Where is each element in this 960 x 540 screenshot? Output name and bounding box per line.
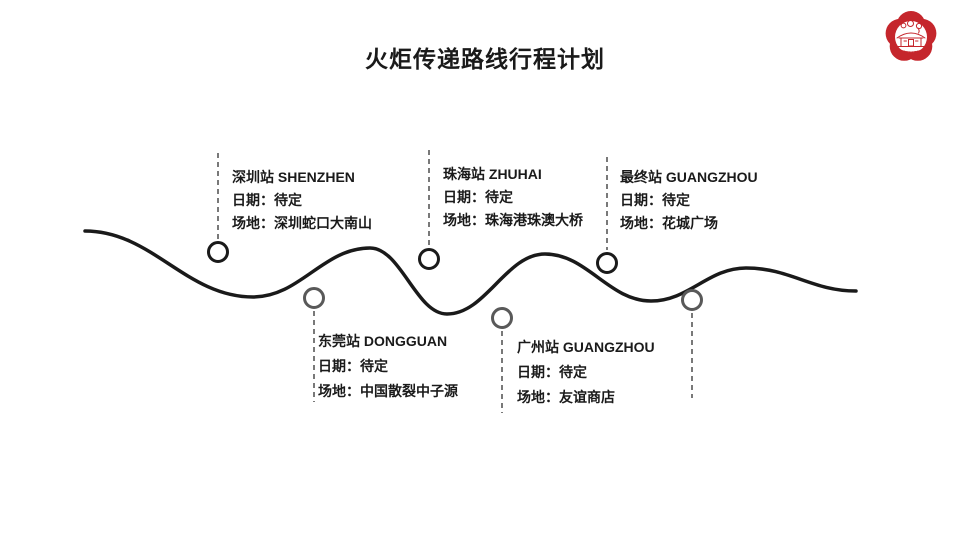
station-marker-dongguan xyxy=(303,287,325,309)
emblem-building-drawing xyxy=(896,20,926,54)
station-marker-guangzhou xyxy=(491,307,513,329)
station-date: 日期：待定 xyxy=(232,192,302,208)
station-title: 东莞站 DONGGUAN xyxy=(318,333,448,349)
station-title: 最终站 GUANGZHOU xyxy=(620,169,758,185)
plum-blossom-logo-icon xyxy=(885,11,937,61)
station-card-dongguan: 东莞站 DONGGUAN 日期：待定 场地：中国散裂中子源 xyxy=(318,329,458,404)
station-date: 日期：待定 xyxy=(620,192,690,208)
station-date: 日期：待定 xyxy=(318,358,388,374)
station-venue: 场地：花城广场 xyxy=(620,215,718,231)
station-card-zhuhai: 珠海站 ZHUHAI 日期：待定 场地：珠海港珠澳大桥 xyxy=(443,163,583,232)
station-marker-zhuhai xyxy=(418,248,440,270)
station-title: 珠海站 ZHUHAI xyxy=(443,166,542,182)
page-title: 火炬传递路线行程计划 xyxy=(365,46,605,72)
station-marker-final xyxy=(596,252,618,274)
station-venue: 场地：深圳蛇口大南山 xyxy=(232,215,372,231)
station-marker-empty-stop xyxy=(681,289,703,311)
station-card-guangzhou: 广州站 GUANGZHOU 日期：待定 场地：友谊商店 xyxy=(517,335,655,410)
station-title: 深圳站 SHENZHEN xyxy=(232,169,355,185)
station-marker-shenzhen xyxy=(207,241,229,263)
station-date: 日期：待定 xyxy=(517,364,587,380)
station-venue: 场地：珠海港珠澳大桥 xyxy=(443,212,583,228)
station-title: 广州站 GUANGZHOU xyxy=(517,339,655,355)
station-card-shenzhen: 深圳站 SHENZHEN 日期：待定 场地：深圳蛇口大南山 xyxy=(232,166,372,235)
station-date: 日期：待定 xyxy=(443,189,513,205)
route-wave-line xyxy=(83,229,858,316)
station-venue: 场地：友谊商店 xyxy=(517,389,615,405)
station-card-final: 最终站 GUANGZHOU 日期：待定 场地：花城广场 xyxy=(620,166,758,235)
station-venue: 场地：中国散裂中子源 xyxy=(318,383,458,399)
